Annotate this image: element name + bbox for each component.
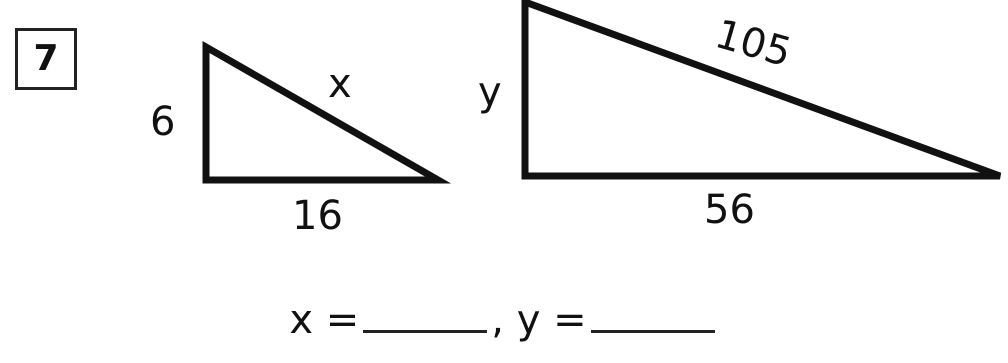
large-right-triangle bbox=[521, 0, 1002, 180]
x-answer-label: x = bbox=[289, 297, 360, 343]
large-triangle-vertical-side-label: y bbox=[478, 69, 502, 115]
small-triangle-horizontal-side-label: 16 bbox=[292, 193, 343, 239]
answer-separator: , bbox=[491, 297, 504, 343]
problem-number-box: 7 bbox=[15, 28, 77, 90]
small-triangle-hypotenuse-label: x bbox=[328, 61, 352, 107]
answer-line: x =, y = bbox=[0, 300, 1008, 340]
large-triangle-horizontal-side-label: 56 bbox=[704, 187, 755, 233]
problem-number: 7 bbox=[33, 38, 59, 79]
x-answer-blank[interactable] bbox=[363, 330, 488, 333]
small-right-triangle bbox=[202, 40, 452, 184]
small-triangle-vertical-side-label: 6 bbox=[150, 99, 176, 145]
y-answer-blank[interactable] bbox=[590, 330, 715, 333]
y-answer-label: y = bbox=[516, 297, 587, 343]
